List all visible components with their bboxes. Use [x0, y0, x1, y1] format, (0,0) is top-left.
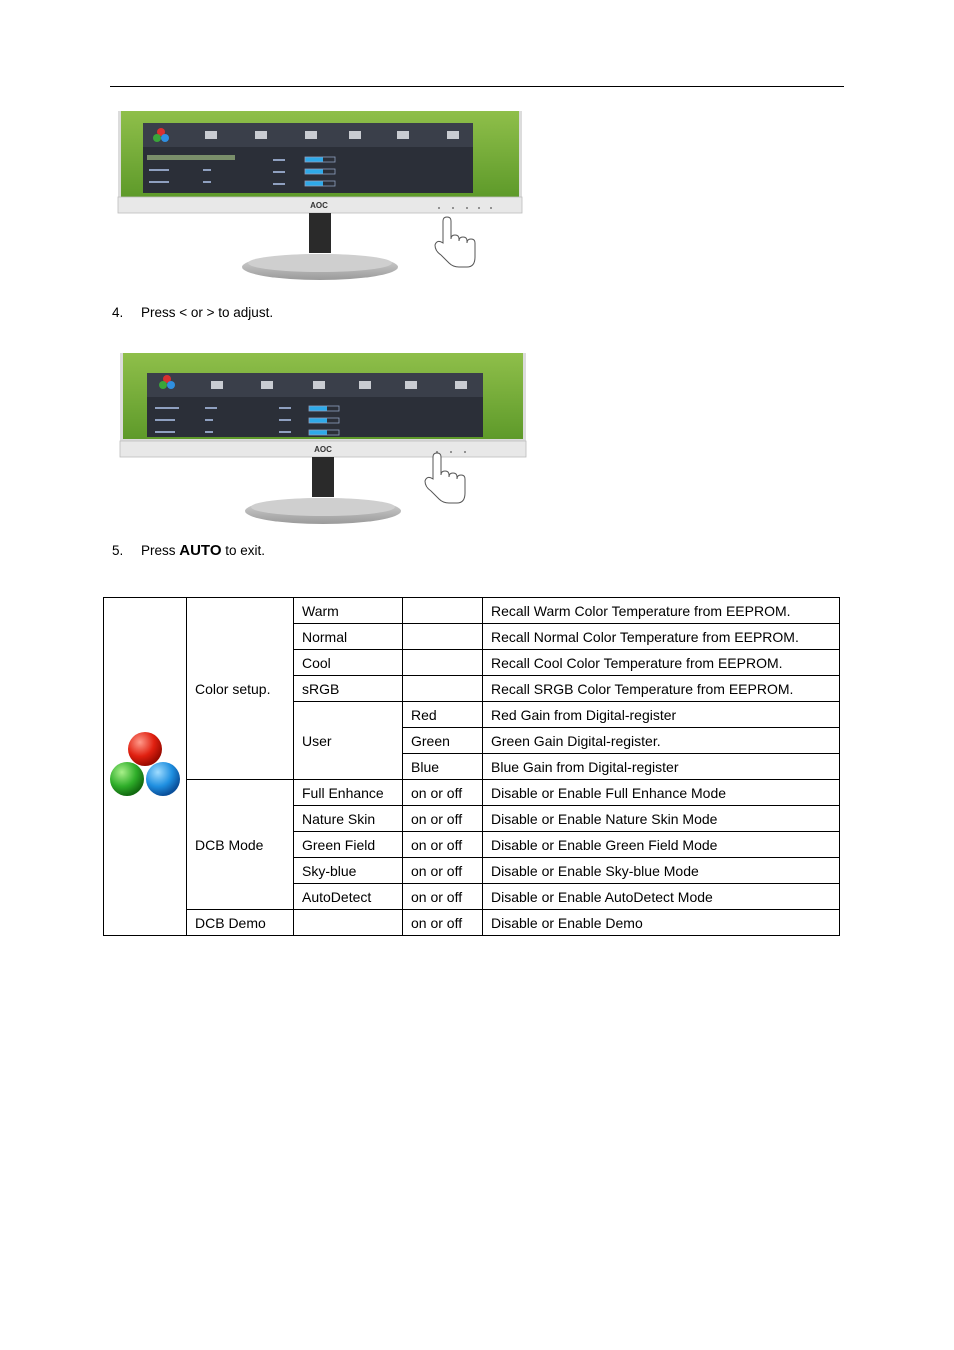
- item-green-field: Green Field: [293, 831, 403, 858]
- table-row: Blue Blue Gain from Digital-register: [104, 753, 840, 780]
- value-blue: Blue: [402, 753, 483, 780]
- item-cool: Cool: [293, 649, 403, 676]
- item-autodetect: AutoDetect: [293, 883, 403, 910]
- value-cool: [402, 649, 483, 676]
- value-normal: [402, 623, 483, 650]
- step-number: 4.: [112, 305, 124, 320]
- item-srgb: sRGB: [293, 675, 403, 702]
- monitor-osd-screenshot-1: AOC: [117, 111, 523, 280]
- rgb-color-balls-icon: [110, 732, 180, 796]
- desc-autodetect: Disable or Enable AutoDetect Mode: [482, 883, 840, 910]
- item-dcb-demo: [293, 909, 403, 936]
- item-warm: Warm: [293, 597, 403, 624]
- value-full-enhance: on or off: [402, 779, 483, 806]
- desc-cool: Recall Cool Color Temperature from EEPRO…: [482, 649, 840, 676]
- step-5: 5. Press AUTO to exit.: [112, 542, 265, 559]
- table-row: AutoDetect on or off Disable or Enable A…: [104, 883, 840, 910]
- value-green: Green: [402, 727, 483, 754]
- monitor-brand-logo: AOC: [310, 201, 328, 210]
- pointing-hand-icon: [434, 216, 476, 268]
- value-sky-blue: on or off: [402, 857, 483, 884]
- icon-cell: [103, 597, 187, 936]
- table-row: Nature Skin on or off Disable or Enable …: [104, 805, 840, 832]
- step-number: 5.: [112, 543, 124, 558]
- table-row: DCB Mode Full Enhance on or off Disable …: [104, 779, 840, 910]
- table-row: Green Green Gain Digital-register.: [104, 727, 840, 754]
- color-setup-table: Color setup. Warm Recall Warm Color Temp…: [103, 597, 840, 936]
- desc-full-enhance: Disable or Enable Full Enhance Mode: [482, 779, 840, 806]
- item-user: User: [293, 701, 403, 780]
- step-prefix: Press: [141, 543, 180, 558]
- color-setup-label: Color setup.: [186, 597, 294, 780]
- step-suffix: to exit.: [221, 543, 266, 558]
- monitor-osd-screenshot-2: AOC: [119, 353, 527, 524]
- table-row: DCB Demo on or off Disable or Enable Dem…: [104, 909, 840, 936]
- item-normal: Normal: [293, 623, 403, 650]
- desc-nature-skin: Disable or Enable Nature Skin Mode: [482, 805, 840, 832]
- value-nature-skin: on or off: [402, 805, 483, 832]
- table-row: Cool Recall Cool Color Temperature from …: [104, 649, 840, 676]
- desc-blue: Blue Gain from Digital-register: [482, 753, 840, 780]
- table-row: Normal Recall Normal Color Temperature f…: [104, 623, 840, 650]
- value-srgb: [402, 675, 483, 702]
- header-rule: [110, 86, 844, 87]
- desc-sky-blue: Disable or Enable Sky-blue Mode: [482, 857, 840, 884]
- item-full-enhance: Full Enhance: [293, 779, 403, 806]
- monitor-brand-logo-2: AOC: [314, 445, 332, 454]
- table-row: Color setup. Warm Recall Warm Color Temp…: [103, 597, 840, 936]
- desc-red: Red Gain from Digital-register: [482, 701, 840, 728]
- item-nature-skin: Nature Skin: [293, 805, 403, 832]
- item-sky-blue: Sky-blue: [293, 857, 403, 884]
- step-4: 4. Press < or > to adjust.: [112, 305, 273, 320]
- table-row: Sky-blue on or off Disable or Enable Sky…: [104, 857, 840, 884]
- value-red: Red: [402, 701, 483, 728]
- table-row: User Red Red Gain from Digital-register: [104, 701, 840, 780]
- table-row: sRGB Recall SRGB Color Temperature from …: [104, 675, 840, 702]
- desc-green-field: Disable or Enable Green Field Mode: [482, 831, 840, 858]
- desc-dcb-demo: Disable or Enable Demo: [482, 909, 840, 936]
- value-green-field: on or off: [402, 831, 483, 858]
- value-dcb-demo: on or off: [402, 909, 483, 936]
- value-autodetect: on or off: [402, 883, 483, 910]
- desc-warm: Recall Warm Color Temperature from EEPRO…: [482, 597, 840, 624]
- desc-srgb: Recall SRGB Color Temperature from EEPRO…: [482, 675, 840, 702]
- dcb-demo-label: DCB Demo: [186, 909, 294, 936]
- step-text: Press < or > to adjust.: [141, 305, 274, 320]
- value-warm: [402, 597, 483, 624]
- auto-key-label: AUTO: [179, 542, 222, 559]
- pointing-hand-icon-2: [424, 452, 466, 504]
- desc-normal: Recall Normal Color Temperature from EEP…: [482, 623, 840, 650]
- dcb-mode-label: DCB Mode: [186, 779, 294, 910]
- desc-green: Green Gain Digital-register.: [482, 727, 840, 754]
